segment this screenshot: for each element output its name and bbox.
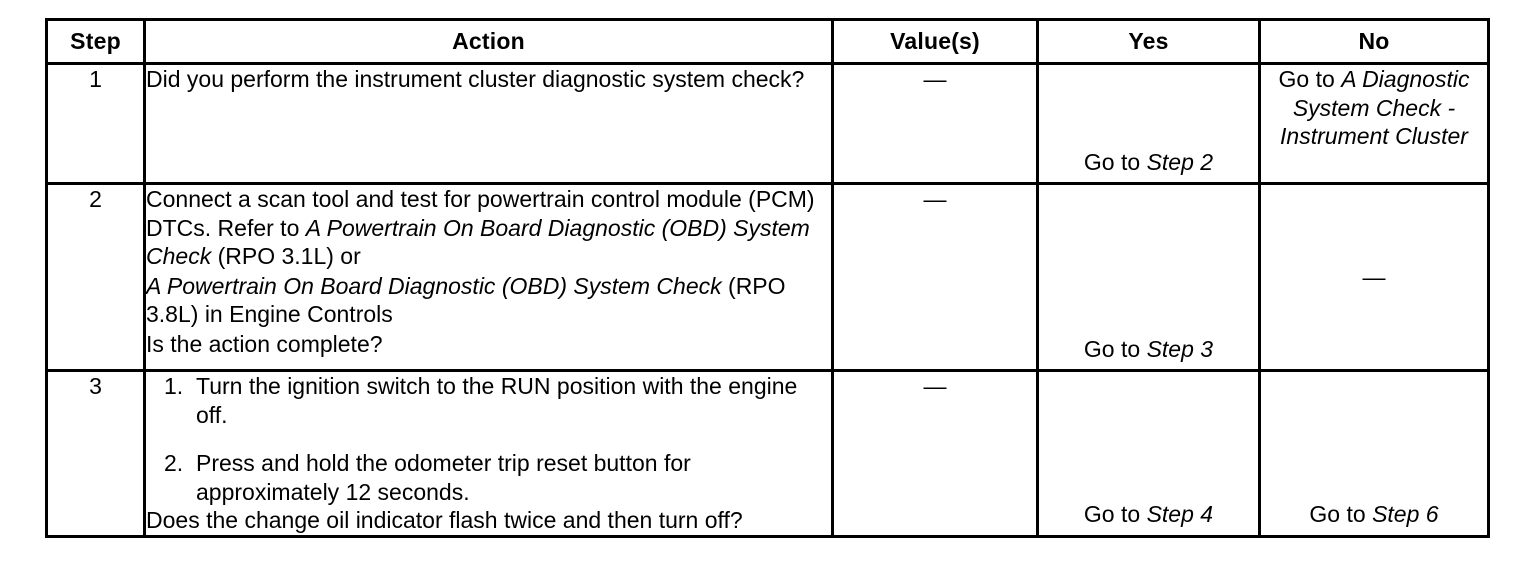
action-text-segment: (RPO 3.8L) in Engine Controls <box>146 272 786 328</box>
step-number-cell: 2 <box>45 182 146 372</box>
list-item-text: Turn the ignition switch to the RUN posi… <box>196 373 798 428</box>
list-item-text: Press and hold the odometer trip reset b… <box>196 450 691 505</box>
yes-goto-text: Go to Step 4 <box>1045 500 1252 529</box>
no-goto-prefix: Go to <box>1309 501 1373 527</box>
yes-goto-prefix: Go to <box>1083 148 1147 175</box>
column-header-yes: Yes <box>1036 18 1261 65</box>
yes-goto-prefix: Go to <box>1083 335 1147 362</box>
no-cell: — <box>1258 182 1490 372</box>
action-text-segment: (RPO 3.1L) or <box>211 243 361 269</box>
action-step-list: 1. Turn the ignition switch to the RUN p… <box>146 372 831 506</box>
yes-cell: Go to Step 2 <box>1036 62 1261 185</box>
no-goto-prefix: Go to <box>1278 66 1342 92</box>
list-marker: 2. <box>164 450 184 476</box>
table-body: 1 Did you perform the instrument cluster… <box>45 62 1490 538</box>
yes-cell: Go to Step 4 <box>1036 369 1261 538</box>
table-header: Step Action Value(s) Yes No <box>45 18 1490 65</box>
list-item: 1. Turn the ignition switch to the RUN p… <box>146 372 831 429</box>
table-row: 1 Did you perform the instrument cluster… <box>45 62 1490 185</box>
no-dash: — <box>1362 263 1386 290</box>
action-cell: 1. Turn the ignition switch to the RUN p… <box>143 369 834 538</box>
action-paragraph: A Powertrain On Board Diagnostic (OBD) S… <box>146 272 831 329</box>
no-goto-target: Step 6 <box>1372 501 1439 527</box>
column-header-action: Action <box>143 18 834 65</box>
yes-goto-text: Go to Step 3 <box>1045 335 1252 364</box>
action-question: Is the action complete? <box>146 330 383 357</box>
action-reference-title: A Powertrain On Board Diagnostic (OBD) S… <box>146 214 810 270</box>
column-header-no: No <box>1258 18 1490 65</box>
yes-goto-target: Step 2 <box>1146 148 1214 175</box>
action-paragraph: Connect a scan tool and test for powertr… <box>146 185 831 271</box>
list-marker: 1. <box>164 373 184 399</box>
step-number-cell: 3 <box>45 369 146 538</box>
yes-goto-prefix: Go to <box>1083 501 1147 527</box>
no-cell: Go to A Diagnostic System Check - Instru… <box>1258 62 1490 185</box>
action-reference-title: A Powertrain On Board Diagnostic (OBD) S… <box>146 272 722 299</box>
action-paragraph: Did you perform the instrument cluster d… <box>146 66 805 92</box>
table-row: 3 1. Turn the ignition switch to the RUN… <box>45 369 1490 538</box>
header-row: Step Action Value(s) Yes No <box>45 18 1490 65</box>
action-text-segment: Connect a scan tool and test for powertr… <box>146 186 815 241</box>
value-cell: — <box>831 369 1039 538</box>
table-row: 2 Connect a scan tool and test for power… <box>45 182 1490 372</box>
no-goto-text: Go to Step 6 <box>1267 500 1481 529</box>
step-number-cell: 1 <box>45 62 146 185</box>
action-question: Does the change oil indicator flash twic… <box>146 507 743 533</box>
diagnostic-procedure-table: Step Action Value(s) Yes No 1 Did you pe… <box>45 18 1490 538</box>
action-cell: Connect a scan tool and test for powertr… <box>143 182 834 372</box>
column-header-value: Value(s) <box>831 18 1039 65</box>
no-goto-text: Go to A Diagnostic System Check - Instru… <box>1261 65 1487 151</box>
column-header-step: Step <box>45 18 146 65</box>
no-goto-target: A Diagnostic System Check - Instrument C… <box>1280 66 1470 149</box>
value-cell: — <box>831 62 1039 185</box>
no-cell: Go to Step 6 <box>1258 369 1490 538</box>
yes-goto-target: Step 4 <box>1146 501 1214 527</box>
yes-goto-text: Go to Step 2 <box>1045 148 1252 177</box>
yes-goto-target: Step 3 <box>1146 335 1214 362</box>
action-cell: Did you perform the instrument cluster d… <box>143 62 834 185</box>
yes-cell: Go to Step 3 <box>1036 182 1261 372</box>
list-item: 2. Press and hold the odometer trip rese… <box>146 449 831 506</box>
value-cell: — <box>831 182 1039 372</box>
